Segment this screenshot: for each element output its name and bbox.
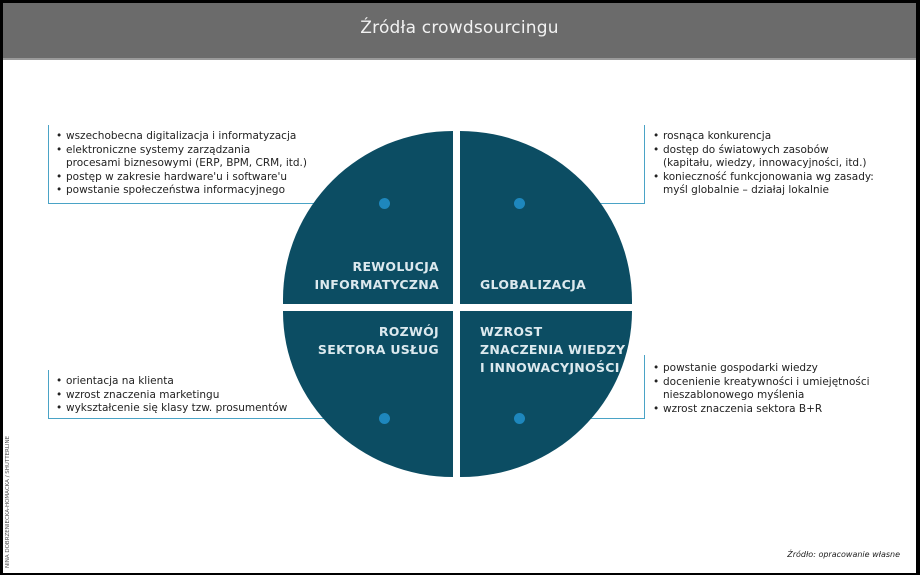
connector-hline-top-left <box>48 203 385 204</box>
connector-vline-top-left <box>48 125 49 203</box>
bullet-box-top-right: rosnąca konkurencja dostęp do światowych… <box>653 130 913 198</box>
image-credit: NINA DOBRZENIECKA-HOMACKA / SHUTTERLINE <box>5 435 11 568</box>
connector-dot-top-right <box>514 198 525 209</box>
quadrant-label: REWOLUCJA INFORMATYCZNA <box>315 258 439 294</box>
quadrant-label-line: ZNACZENIA WIEDZY <box>480 342 626 357</box>
bullet-item: powstanie gospodarki wiedzy <box>653 362 913 376</box>
connector-vline-bottom-left <box>48 370 49 418</box>
bullet-item: wzrost znaczenia sektora B+R <box>653 403 913 417</box>
bullet-box-top-left: wszechobecna digitalizacja i informatyza… <box>56 130 346 198</box>
bullet-item-continuation: nieszablonowego myślenia <box>663 389 805 401</box>
quadrant-wzrost-znaczenia-wiedzy: WZROST ZNACZENIA WIEDZY I INNOWACYJNOŚCI <box>460 311 632 477</box>
quadrant-label-line: GLOBALIZACJA <box>480 277 587 292</box>
quadrant-label: GLOBALIZACJA <box>480 276 586 294</box>
bullet-item-continuation: procesami biznesowymi (ERP, BPM, CRM, it… <box>66 157 307 169</box>
quadrant-label-line: SEKTORA USŁUG <box>317 342 439 357</box>
quadrant-label-line: REWOLUCJA <box>352 259 439 274</box>
bullet-item: postęp w zakresie hardware'u i software'… <box>56 171 346 185</box>
source-note: Źródło: opracowanie własne <box>787 550 900 559</box>
connector-vline-bottom-right <box>644 355 645 418</box>
bullet-item: elektroniczne systemy zarządzania <box>56 144 346 158</box>
bullet-item: dostęp do światowych zasobów <box>653 144 913 158</box>
connector-dot-bottom-left <box>379 413 390 424</box>
bullet-item-continuation: myśl globalnie – działaj lokalnie <box>663 184 829 196</box>
bullet-box-bottom-left: orientacja na klienta wzrost znaczenia m… <box>56 375 346 416</box>
bullet-item: konieczność funkcjonowania wg zasady: <box>653 171 913 185</box>
bullet-item: powstanie społeczeństwa informacyjnego <box>56 184 346 198</box>
bullet-item: wykształcenie się klasy tzw. prosumentów <box>56 402 346 416</box>
connector-vline-top-right <box>644 125 645 203</box>
header-bar: Źródła crowdsourcingu <box>3 3 916 60</box>
connector-dot-top-left <box>379 198 390 209</box>
quadrant-globalizacja: GLOBALIZACJA <box>460 131 632 304</box>
quadrant-label: ROZWÓJ SEKTORA USŁUG <box>318 323 439 359</box>
quadrant-label-line: I INNOWACYJNOŚCI <box>480 360 620 375</box>
quadrant-label-line: INFORMATYCZNA <box>314 277 439 292</box>
diagram-frame: Źródła crowdsourcingu REWOLUCJA INFORMAT… <box>3 3 916 573</box>
bullet-item: docenienie kreatywności i umiejętności <box>653 376 913 390</box>
quadrant-label-line: WZROST <box>480 324 543 339</box>
quadrant-label: WZROST ZNACZENIA WIEDZY I INNOWACYJNOŚCI <box>480 323 625 377</box>
connector-dot-bottom-right <box>514 413 525 424</box>
bullet-item: rosnąca konkurencja <box>653 130 913 144</box>
connector-hline-bottom-left <box>48 418 385 419</box>
quadrant-label-line: ROZWÓJ <box>378 324 439 339</box>
bullet-item: wzrost znaczenia marketingu <box>56 389 346 403</box>
page-title: Źródła crowdsourcingu <box>360 18 559 38</box>
bullet-item: orientacja na klienta <box>56 375 346 389</box>
bullet-item-continuation: (kapitału, wiedzy, innowacyjności, itd.) <box>663 157 867 169</box>
bullet-item: wszechobecna digitalizacja i informatyza… <box>56 130 346 144</box>
bullet-box-bottom-right: powstanie gospodarki wiedzy docenienie k… <box>653 362 913 416</box>
quadrant-rewolucja-informatyczna: REWOLUCJA INFORMATYCZNA <box>283 131 453 304</box>
